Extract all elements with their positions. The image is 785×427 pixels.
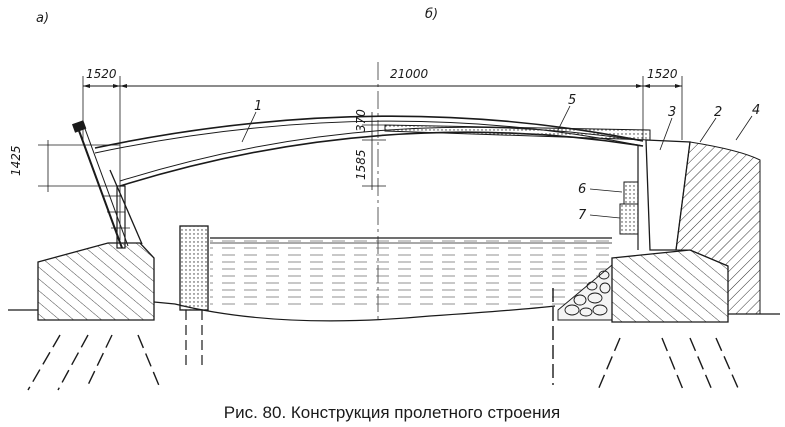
deck-thickness-dimension: 370 [354, 109, 368, 132]
left-height-dimension-lines [38, 140, 120, 192]
left-height-dimension: 1425 [9, 145, 23, 176]
riprap [557, 264, 613, 321]
right-overhang-dimension: 1520 [647, 67, 678, 81]
callout-leaders [241, 105, 753, 219]
sheet-pile-wall [179, 225, 209, 368]
deck-slab [384, 124, 651, 141]
part-label-a: а) [36, 11, 49, 26]
callout-3: 3 [668, 105, 676, 120]
figure-caption: Рис. 80. Конструкция пролетного строения [224, 403, 560, 422]
callout-1: 1 [254, 99, 262, 114]
lifting-mast [71, 120, 143, 249]
span-dimension: 21000 [390, 67, 429, 81]
arch-girder [94, 115, 644, 187]
river-water [210, 237, 612, 306]
center-height-dimension-lines [362, 112, 386, 190]
callout-5: 5 [568, 93, 576, 108]
part-label-b: б) [425, 7, 438, 22]
left-overhang-dimension: 1520 [86, 67, 117, 81]
bearing-blocks [619, 146, 639, 250]
right-abutment [597, 249, 739, 393]
callout-4: 4 [752, 103, 760, 118]
callout-6: 6 [578, 182, 586, 197]
embankment-fill [675, 141, 761, 315]
callout-7: 7 [578, 208, 587, 223]
arch-rise-dimension: 1585 [354, 149, 368, 180]
callout-2: 2 [714, 105, 722, 120]
left-abutment [27, 242, 161, 391]
